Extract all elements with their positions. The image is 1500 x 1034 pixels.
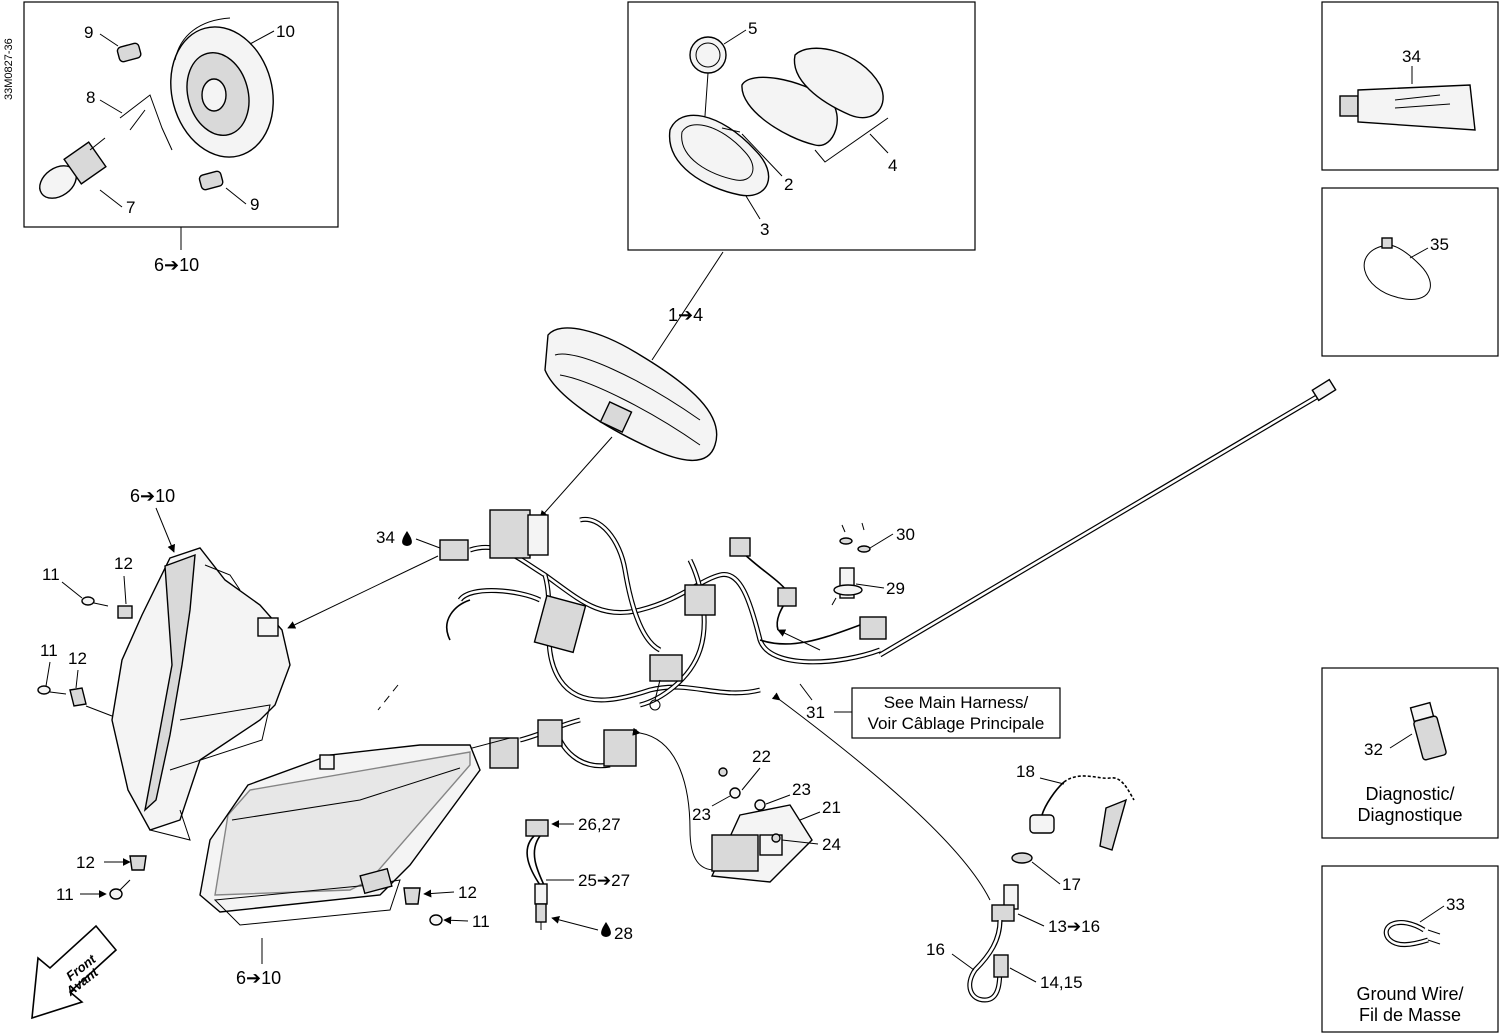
main-harness (439, 509, 887, 769)
callout-31: 31 (806, 703, 825, 722)
callout-33: 33 (1446, 895, 1465, 914)
cable-tie-box: 35 (1321, 187, 1499, 357)
callout-26-27: 26,27 (578, 815, 621, 834)
callout-10: 10 (276, 22, 295, 41)
callout-22: 22 (752, 747, 771, 766)
note-line-2: Voir Câblage Principale (868, 714, 1045, 733)
ground-line-2: Fil de Masse (1359, 1005, 1461, 1025)
lens-frame-drawing (669, 114, 770, 197)
callout-23: 23 (792, 780, 811, 799)
screw-drawing (721, 127, 741, 133)
callout-9: 9 (250, 195, 259, 214)
callout-30: 30 (896, 525, 915, 544)
callout-1-to-4: 1➔4 (668, 305, 703, 325)
callout-29: 29 (886, 579, 905, 598)
cluster-lens-drawing (741, 76, 838, 146)
callout-12: 12 (114, 554, 133, 573)
callout-5: 5 (748, 19, 757, 38)
gauge-drawing (689, 36, 727, 74)
callout-9: 9 (84, 23, 93, 42)
front-direction-arrow: Front Avant (31, 924, 118, 1020)
ground-wire-box: 33 Ground Wire/ Fil de Masse (1321, 865, 1499, 1033)
callout-11: 11 (56, 885, 74, 904)
rubber-cap-bottom-drawing (198, 170, 224, 191)
callout-4: 4 (888, 156, 897, 175)
bracket-29-drawing (831, 567, 863, 606)
callout-28: 28 (614, 924, 633, 943)
screw-11-drawing (81, 596, 95, 606)
gauge-kit-box: 5 2 3 4 (627, 1, 976, 251)
grease-drop-icon (402, 531, 412, 546)
callout-24: 24 (822, 835, 841, 854)
callout-6-to-10: 6➔10 (236, 968, 281, 988)
ground-line-1: Ground Wire/ (1356, 984, 1463, 1004)
diagnostic-line-2: Diagnostique (1357, 805, 1462, 825)
callout-3: 3 (760, 220, 769, 239)
diagnostic-line-1: Diagnostic/ (1365, 784, 1454, 804)
callout-34-grease: 34 (376, 528, 395, 547)
note-line-1: See Main Harness/ (884, 693, 1029, 712)
bulb-drawing (39, 137, 107, 199)
callout-14-15: 14,15 (1040, 973, 1083, 992)
thread-locker-drop-icon (601, 922, 611, 937)
diagnostic-box: 32 Diagnostic/ Diagnostique (1321, 667, 1499, 839)
nut-22-drawing (718, 767, 728, 777)
callout-34: 34 (1402, 47, 1421, 66)
callout-6-to-10: 6➔10 (130, 486, 175, 506)
callout-12: 12 (68, 649, 87, 668)
gauge-cluster-assembly (544, 327, 718, 462)
module-21-drawing (710, 804, 813, 883)
callout-11: 11 (472, 912, 490, 931)
callout-11: 11 (40, 641, 58, 660)
callout-18: 18 (1016, 762, 1035, 781)
reflector-drawing (170, 17, 274, 158)
callout-32: 32 (1364, 740, 1383, 759)
extension-connector (1311, 378, 1337, 402)
callout-13-to-16: 13➔16 (1048, 917, 1100, 936)
callout-21: 21 (822, 798, 841, 817)
right-headlamp-housing (199, 744, 481, 926)
callout-8: 8 (86, 88, 95, 107)
callout-12: 12 (76, 853, 95, 872)
sensor-drawing (525, 819, 549, 930)
callout-17: 17 (1062, 875, 1081, 894)
callout-12: 12 (458, 883, 477, 902)
grease-tube-box: 34 (1321, 1, 1499, 171)
callout-2: 2 (784, 175, 793, 194)
see-main-harness-note: See Main Harness/ Voir Câblage Principal… (851, 687, 1061, 739)
callout-25-to-27: 25➔27 (578, 871, 630, 890)
drawing-code: 33M0827-36 (3, 38, 15, 100)
callout-6-to-10: 6➔10 (154, 255, 199, 275)
callout-7: 7 (126, 198, 135, 217)
cluster-housing-drawing (793, 47, 884, 119)
callout-16: 16 (926, 940, 945, 959)
lock-washer-30-drawing (839, 537, 853, 545)
headlamp-kit-box: 9 10 8 7 9 (23, 1, 339, 228)
rubber-cap-top-drawing (116, 42, 142, 63)
clip-12-drawing (117, 605, 133, 619)
tether-cord-drawing (967, 775, 1135, 1003)
callout-11: 11 (42, 565, 60, 584)
spring-clip-drawing (119, 94, 173, 151)
callout-23: 23 (692, 805, 711, 824)
callout-35: 35 (1430, 235, 1449, 254)
left-headlamp-housing (111, 547, 291, 841)
